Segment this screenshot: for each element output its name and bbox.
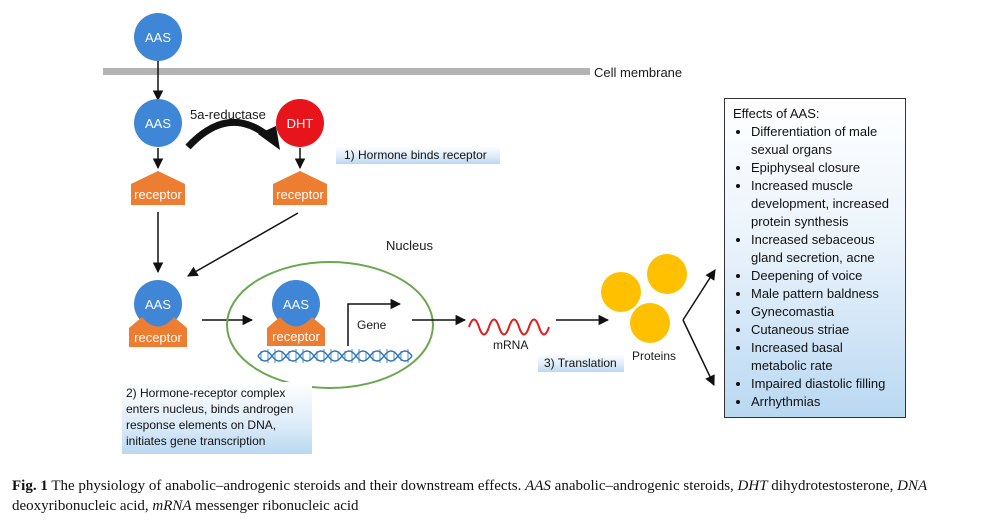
note-step-3: 3) Translation xyxy=(538,354,624,372)
svg-text:AAS: AAS xyxy=(283,297,309,312)
cell-membrane xyxy=(103,68,590,75)
effect-item: Epiphyseal closure xyxy=(751,159,897,177)
arrow-dht-receptor-to-complex xyxy=(187,212,299,277)
nuclear-complex: AAS receptor xyxy=(267,280,325,346)
svg-text:AAS: AAS xyxy=(145,297,171,312)
arrow-proteins-to-effects-up xyxy=(682,269,716,321)
effect-item: Impaired diastolic filling xyxy=(751,375,897,393)
effect-item: Differentiation of male sexual organs xyxy=(751,123,897,159)
caption-definition: anabolic–androgenic steroids, xyxy=(554,478,734,494)
note-step-2: 2) Hormone-receptor complex enters nucle… xyxy=(122,382,312,454)
effect-item: Deepening of voice xyxy=(751,267,897,285)
proteins-label: Proteins xyxy=(632,349,676,363)
caption-term: DNA xyxy=(897,478,928,494)
svg-text:receptor: receptor xyxy=(276,187,324,202)
note-step-1: 1) Hormone binds receptor xyxy=(336,146,500,164)
figure-caption: Fig. 1 The physiology of anabolic–androg… xyxy=(12,476,984,516)
dht-node: DHT xyxy=(276,99,324,147)
dna-helix xyxy=(257,349,413,363)
effect-item: Arrhythmias xyxy=(751,393,897,411)
effect-item: Cutaneous striae xyxy=(751,321,897,339)
caption-definition: deoxyribonucleic acid, xyxy=(12,498,149,514)
svg-text:receptor: receptor xyxy=(134,187,182,202)
proteins-cluster xyxy=(601,254,687,343)
effects-title: Effects of AAS: xyxy=(733,106,820,121)
gene-label: Gene xyxy=(357,318,387,332)
hormone-receptor-complex: AAS receptor xyxy=(129,280,187,347)
aas-outside-node: AAS xyxy=(134,13,182,61)
svg-text:receptor: receptor xyxy=(134,330,182,345)
receptor-dht: receptor xyxy=(273,171,327,205)
svg-text:DHT: DHT xyxy=(287,116,314,131)
caption-term: DHT xyxy=(737,478,768,494)
arrow-proteins-to-effects-down xyxy=(682,319,715,386)
effect-item: Increased muscle development, increased … xyxy=(751,177,897,231)
arrow-5a-reductase-head xyxy=(258,126,280,150)
effect-item: Gynecomastia xyxy=(751,303,897,321)
gene-transcription-arrow xyxy=(347,298,402,346)
cell-membrane-label: Cell membrane xyxy=(594,65,682,80)
aas-cytoplasm-node: AAS xyxy=(134,99,182,147)
reductase-label: 5a-reductase xyxy=(190,107,266,122)
caption-text: The physiology of anabolic–androgenic st… xyxy=(51,478,522,494)
svg-text:receptor: receptor xyxy=(272,329,320,344)
receptor-aas: receptor xyxy=(131,171,185,205)
caption-term: mRNA xyxy=(152,498,192,514)
effect-item: Increased basal metabolic rate xyxy=(751,339,897,375)
svg-text:AAS: AAS xyxy=(145,30,171,45)
svg-text:AAS: AAS xyxy=(145,116,171,131)
caption-term: AAS xyxy=(525,478,551,494)
caption-label: Fig. 1 xyxy=(12,478,48,494)
effect-item: Increased sebaceous gland secretion, acn… xyxy=(751,231,897,267)
nucleus xyxy=(226,261,434,389)
arrow-5a-reductase xyxy=(185,118,271,150)
caption-definition: messenger ribonucleic acid xyxy=(195,498,359,514)
effect-item: Male pattern baldness xyxy=(751,285,897,303)
effects-list: Differentiation of male sexual organs Ep… xyxy=(733,123,897,411)
effects-box: Effects of AAS: Differentiation of male … xyxy=(724,98,906,418)
mrna-strand xyxy=(468,318,550,336)
caption-definition: dihydrotestosterone, xyxy=(771,478,894,494)
mrna-label: mRNA xyxy=(493,338,528,352)
nucleus-label: Nucleus xyxy=(386,238,433,253)
